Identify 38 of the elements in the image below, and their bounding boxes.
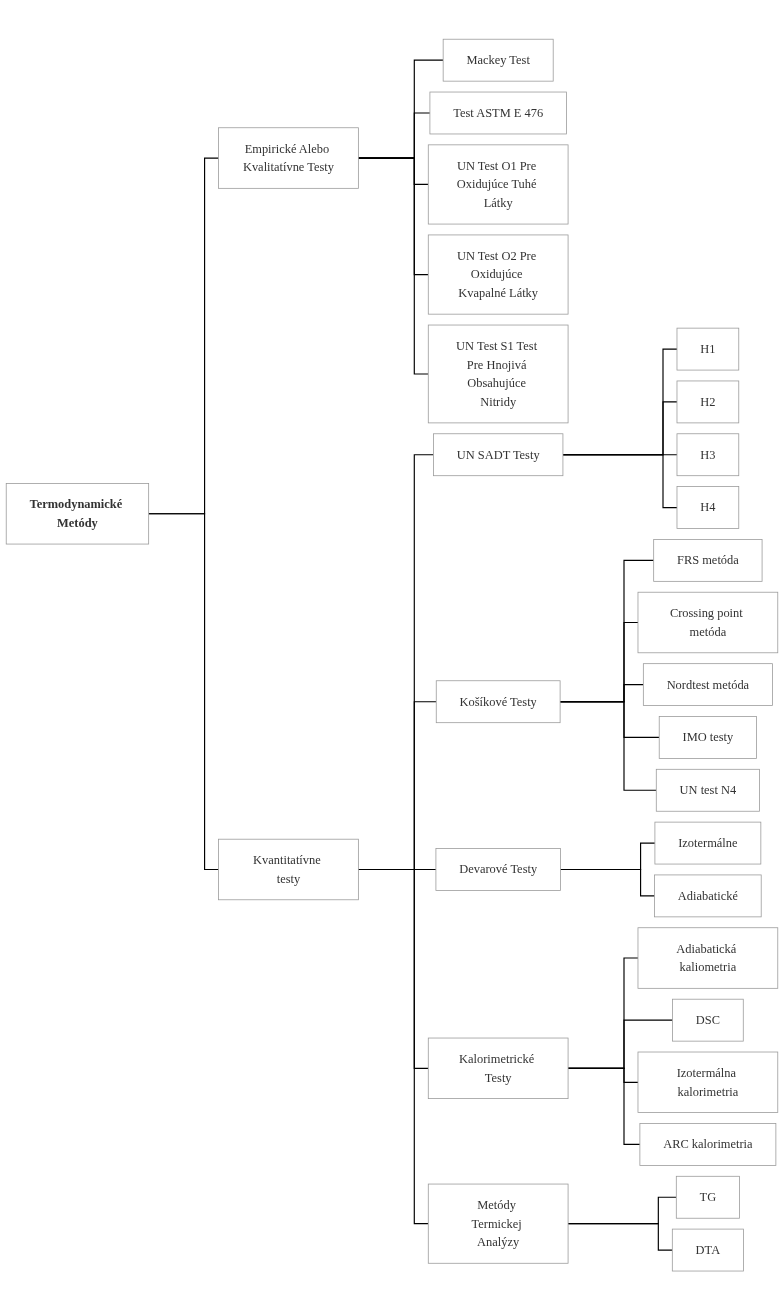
node-box: Devarové Testy [435,848,561,892]
node-box: H1 [676,328,740,371]
connector [567,1223,673,1252]
node-box: Adiabatická kaliometria [637,927,779,990]
node-box: TG [675,1176,740,1219]
node-box: Nordtest metóda [642,663,773,707]
node-box: UN Test S1 Test Pre Hnojivá Obsahujúce Nitridy [427,325,569,424]
node-box: Metódy Termickej Analýzy [427,1184,569,1265]
node-box: IMO testy [658,716,757,760]
node-box: Mackey Test [442,39,554,82]
node-box: UN Test O1 Pre Oxidujúce Tuhé Látky [427,144,569,225]
node-box: Termodynamické Metódy [5,483,150,545]
node-box: Adiabatické [654,874,762,918]
connector [148,513,220,871]
node-box: UN test N4 [655,769,760,812]
node-box: Crossing point metóda [637,592,779,654]
node-box: Kvantitatívne testy [218,839,359,901]
node-box: Test ASTM E 476 [429,92,567,135]
node-box: Izotermálna kalorimetria [637,1052,779,1114]
connector [562,454,678,509]
connector [559,869,656,897]
node-box: Košíkové Testy [435,680,561,724]
node-box: UN Test O2 Pre Oxidujúce Kvapalné Látky [427,234,569,315]
node-box: H3 [676,433,740,477]
node-box: Kalorimetrické Testy [427,1038,569,1100]
node-box: DTA [671,1229,744,1272]
node-box: ARC kalorimetria [639,1123,777,1167]
connector [357,157,429,375]
connector [559,701,657,792]
node-box: DSC [672,999,744,1042]
node-box: UN SADT Testy [433,433,564,477]
node-box: H4 [676,486,740,530]
node-box: FRS metóda [653,539,763,583]
connector [357,869,429,1225]
node-box: H2 [676,380,740,424]
connector [567,1068,641,1146]
node-box: Empirické Alebo Kvalitatívne Testy [218,127,359,190]
node-box: Izotermálne [654,822,762,865]
